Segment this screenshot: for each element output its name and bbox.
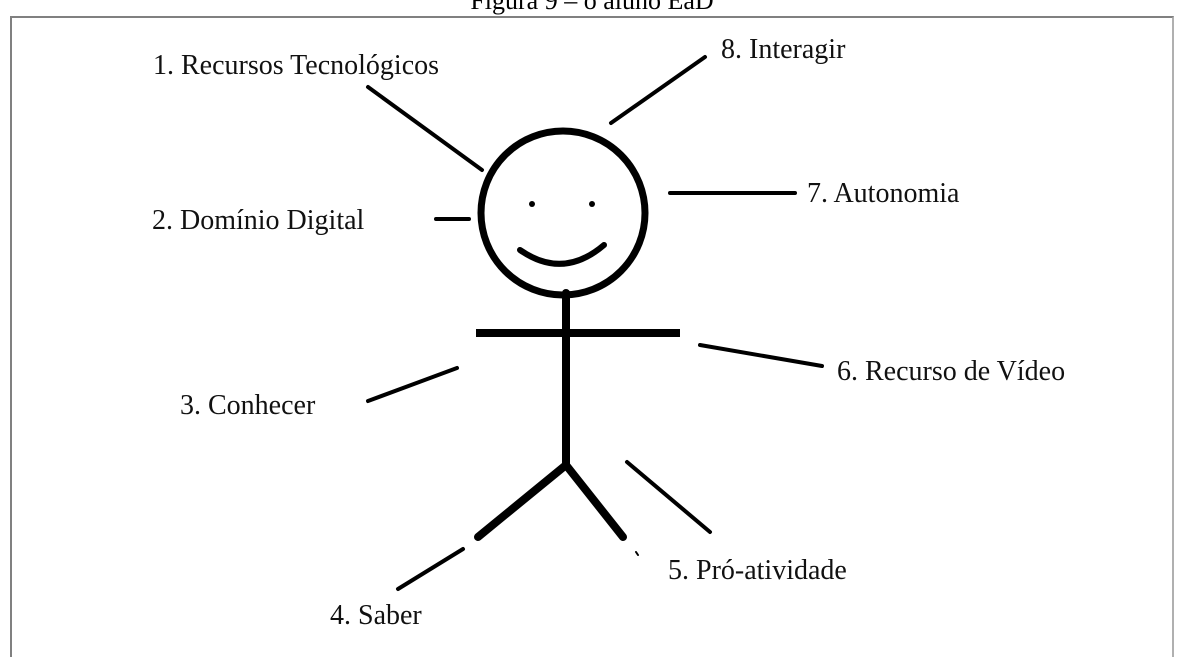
figure-right-leg: [562, 461, 627, 541]
connector-recursos-tecnologicos: [366, 85, 484, 172]
connector-interagir: [609, 55, 707, 125]
figure-head: [477, 127, 649, 299]
connector-saber: [396, 547, 465, 591]
connector-pro-atividade: [625, 460, 712, 534]
label-recurso-de-video: 6. Recurso de Vídeo: [837, 356, 1066, 387]
label-saber: 4. Saber: [330, 600, 422, 631]
connector-lines: [366, 55, 824, 591]
figure-frame: [10, 16, 1174, 657]
label-conhecer: 3. Conhecer: [180, 390, 316, 421]
figure-smile: [517, 242, 607, 267]
connector-recurso-de-video: [698, 343, 824, 368]
label-autonomia: 7. Autonomia: [807, 178, 960, 209]
figure-caption: Figura 9 – o aluno EaD: [470, 0, 714, 15]
figure-floor-mark: [635, 551, 639, 556]
connector-conhecer: [366, 366, 459, 403]
label-dominio-digital: 2. Domínio Digital: [152, 205, 365, 236]
label-recursos-tecnologicos: 1. Recursos Tecnológicos: [153, 50, 440, 81]
figure-left-eye: [529, 201, 535, 207]
stick-figure: [474, 127, 680, 556]
figure-left-leg: [474, 461, 570, 541]
label-pro-atividade: 5. Pró-atividade: [668, 555, 847, 586]
label-interagir: 8. Interagir: [721, 34, 846, 65]
figure-right-eye: [589, 201, 595, 207]
